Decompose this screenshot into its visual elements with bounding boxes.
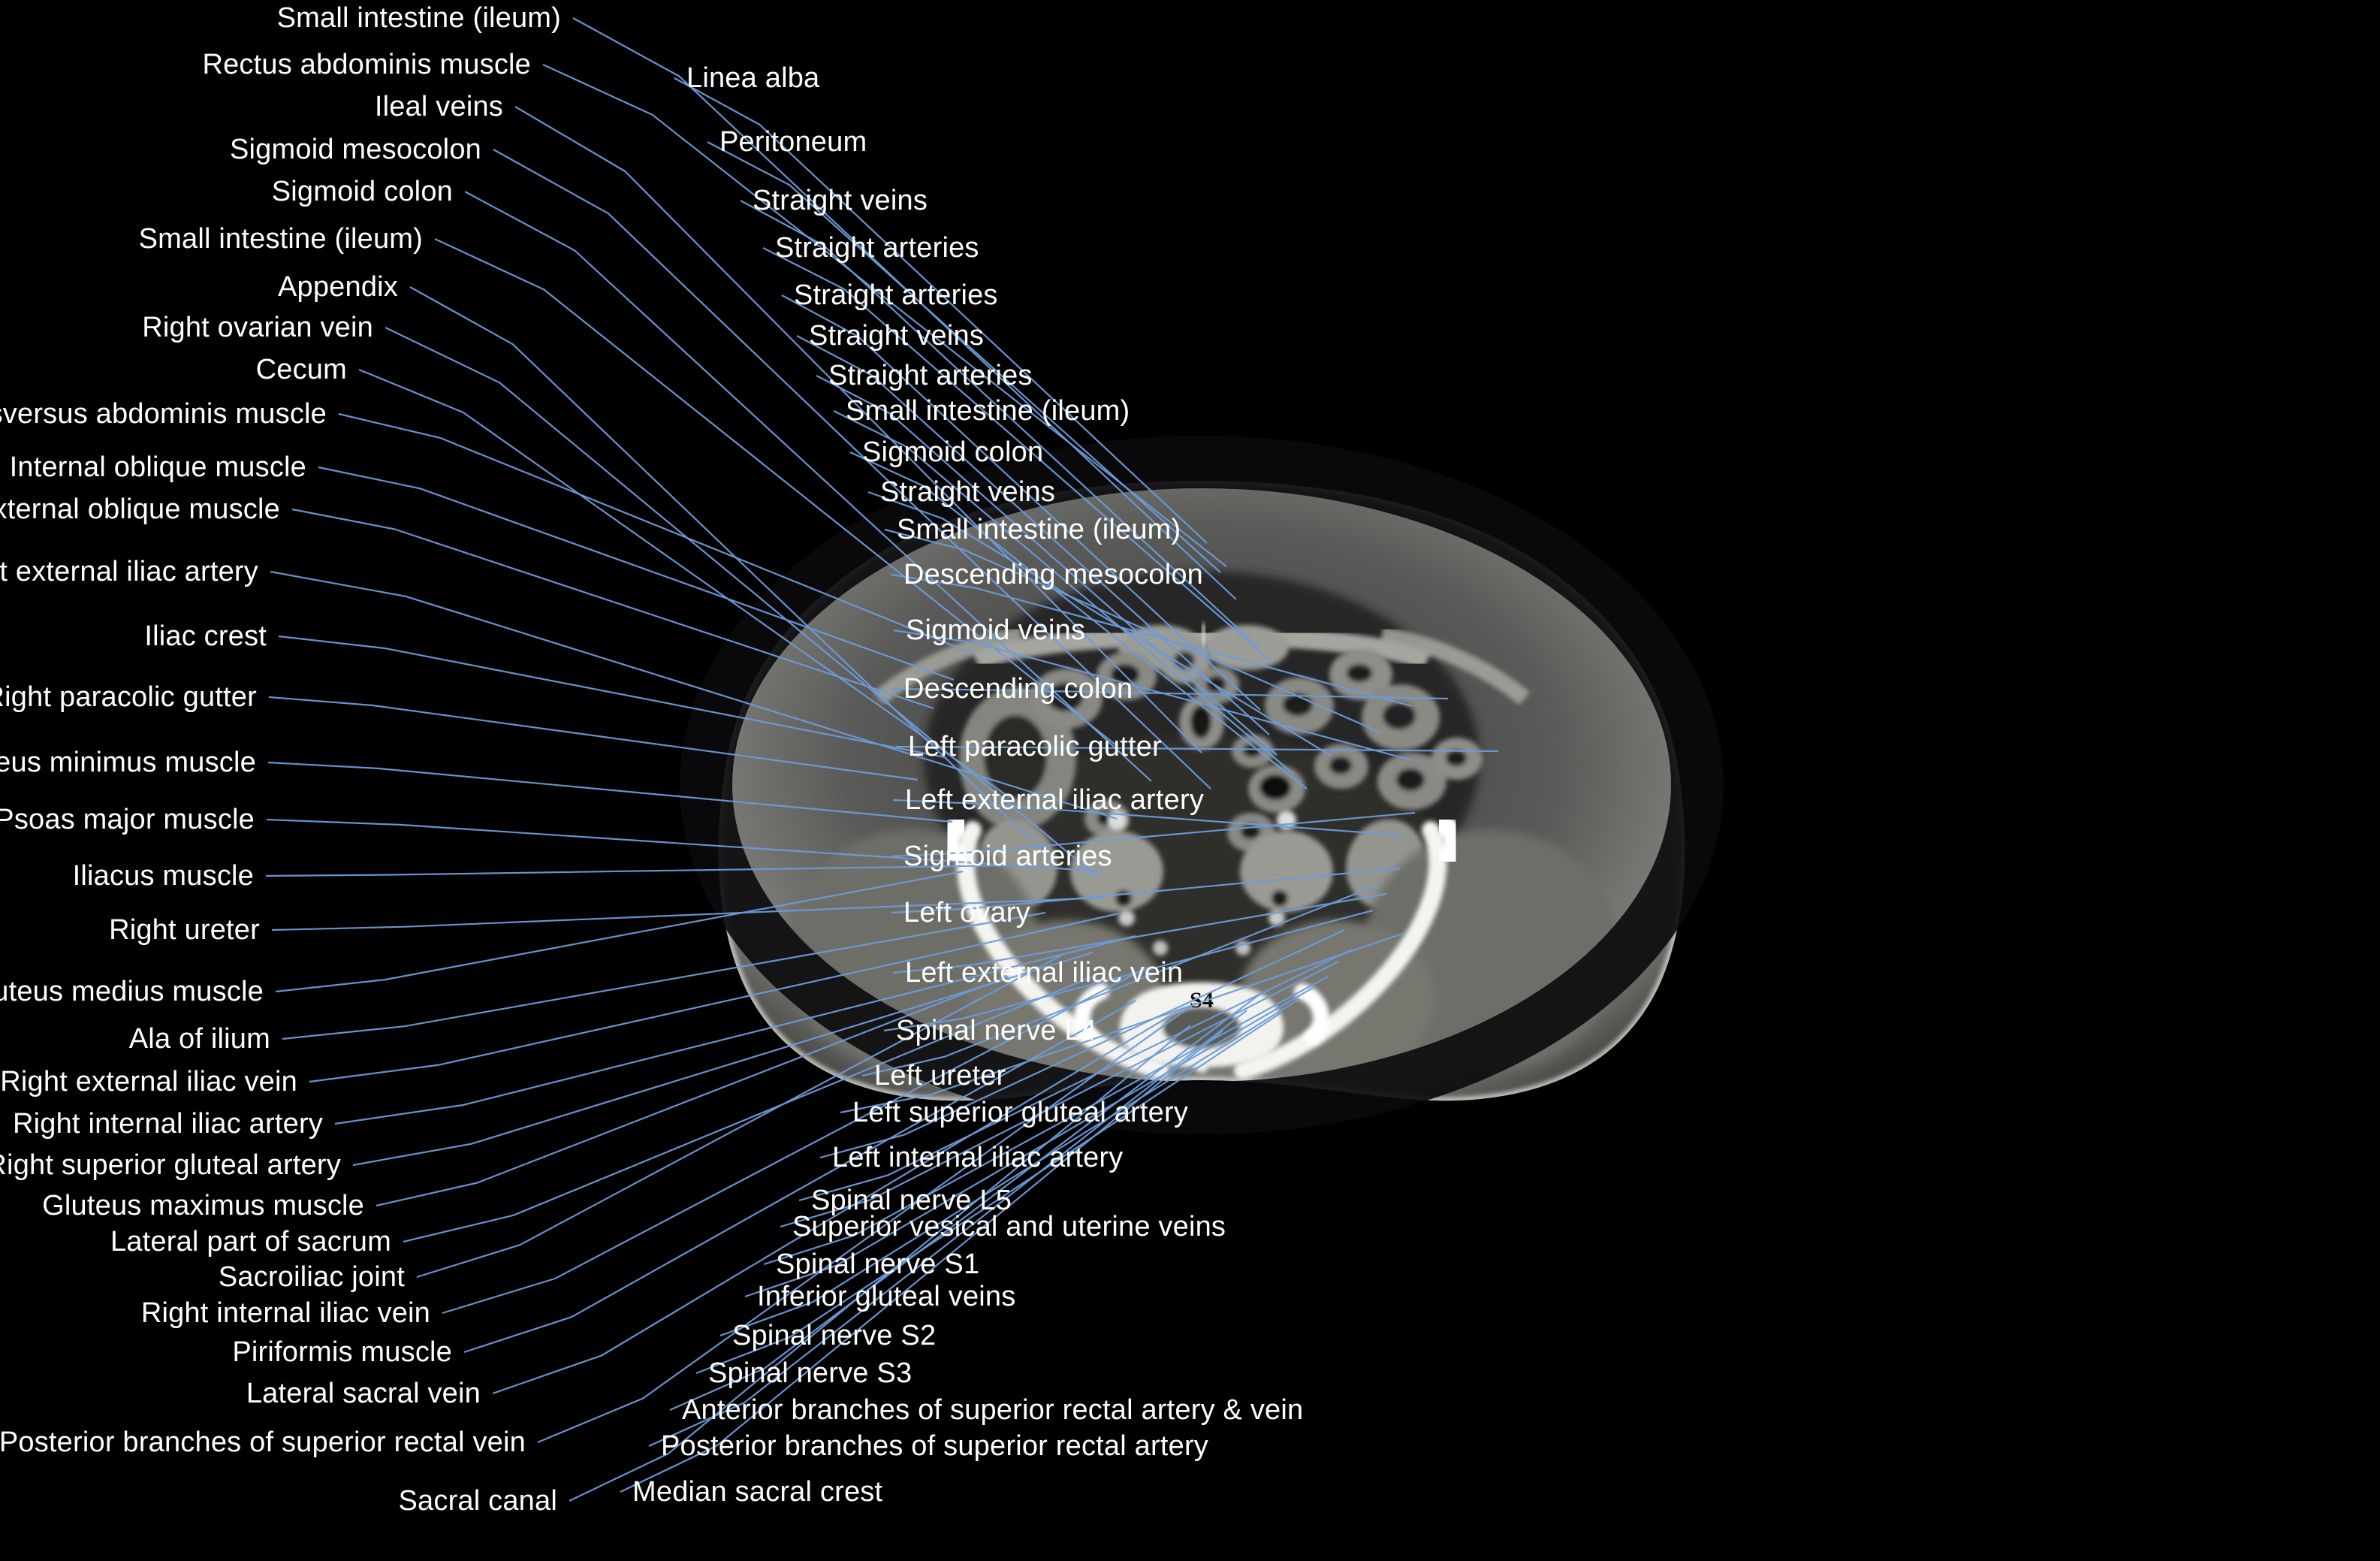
anatomy-label-sacroiliac-joint[interactable]: Sacroiliac joint (218, 1261, 405, 1293)
anatomy-label-lateral-sacral-vein[interactable]: Lateral sacral vein (246, 1378, 481, 1409)
anatomy-label-straight-veins[interactable]: Straight veins (880, 476, 1056, 508)
anatomy-label-rectus-abdominis-muscle[interactable]: Rectus abdominis muscle (202, 49, 531, 80)
anatomy-label-small-intestine-ileum[interactable]: Small intestine (ileum) (138, 223, 423, 255)
anatomy-label-small-intestine-ileum[interactable]: Small intestine (ileum) (276, 2, 561, 34)
anatomy-label-iliacus-muscle[interactable]: Iliacus muscle (72, 860, 254, 892)
anatomy-label-right-external-iliac-vein[interactable]: Right external iliac vein (0, 1066, 297, 1098)
anatomy-label-spinal-nerve-s2[interactable]: Spinal nerve S2 (732, 1320, 937, 1351)
anatomy-label-spinal-nerve-s3[interactable]: Spinal nerve S3 (708, 1357, 912, 1389)
anatomy-label-straight-veins[interactable]: Straight veins (809, 320, 985, 352)
anatomy-label-spinal-nerve-l5[interactable]: Spinal nerve L5 (811, 1185, 1012, 1216)
anatomy-label-posterior-branches-of-superior-rectal-vein[interactable]: Posterior branches of superior rectal ve… (0, 1427, 526, 1458)
anatomy-label-internal-oblique-muscle[interactable]: Internal oblique muscle (9, 451, 306, 483)
anatomy-label-iliac-crest[interactable]: Iliac crest (144, 620, 267, 652)
anatomy-label-peritoneum[interactable]: Peritoneum (719, 126, 867, 158)
anatomy-label-straight-arteries[interactable]: Straight arteries (828, 360, 1033, 391)
anatomy-label-small-intestine-ileum[interactable]: Small intestine (ileum) (846, 395, 1130, 427)
anatomy-label-straight-arteries[interactable]: Straight arteries (775, 232, 979, 264)
anatomy-label-gluteus-minimus-muscle[interactable]: Gluteus minimus muscle (0, 747, 256, 778)
anatomy-label-posterior-branches-of-superior-rectal-artery[interactable]: Posterior branches of superior rectal ar… (661, 1430, 1209, 1462)
anatomy-label-appendix[interactable]: Appendix (277, 271, 398, 303)
anatomy-label-sigmoid-veins[interactable]: Sigmoid veins (906, 614, 1086, 646)
anatomy-label-left-ovary[interactable]: Left ovary (903, 897, 1030, 928)
anatomy-label-right-ureter[interactable]: Right ureter (109, 914, 260, 946)
anatomy-label-right-superior-gluteal-artery[interactable]: Right superior gluteal artery (0, 1149, 341, 1181)
anatomy-label-left-external-iliac-artery[interactable]: Left external iliac artery (905, 784, 1205, 816)
slice-marker-s4: S4 (1190, 988, 1214, 1013)
anatomy-label-right-paracolic-gutter[interactable]: Right paracolic gutter (0, 681, 257, 713)
anatomy-label-transversus-abdominis-muscle[interactable]: Transversus abdominis muscle (0, 398, 327, 430)
anatomy-label-piriformis-muscle[interactable]: Piriformis muscle (232, 1336, 452, 1368)
anatomy-label-psoas-major-muscle[interactable]: Psoas major muscle (0, 804, 255, 835)
anatomy-label-gluteus-medius-muscle[interactable]: Gluteus medius muscle (0, 976, 264, 1007)
anatomy-label-left-internal-iliac-artery[interactable]: Left internal iliac artery (832, 1142, 1124, 1173)
anatomy-label-sacral-canal[interactable]: Sacral canal (398, 1485, 557, 1517)
anatomy-label-right-internal-iliac-artery[interactable]: Right internal iliac artery (12, 1108, 323, 1140)
anatomy-label-right-external-iliac-artery[interactable]: Right external iliac artery (0, 556, 258, 587)
anatomy-label-linea-alba[interactable]: Linea alba (686, 62, 820, 94)
anatomy-label-straight-veins[interactable]: Straight veins (753, 185, 928, 216)
anatomy-label-sigmoid-colon[interactable]: Sigmoid colon (862, 436, 1044, 468)
anatomy-label-left-external-iliac-vein[interactable]: Left external iliac vein (905, 957, 1184, 989)
anatomy-label-spinal-nerve-l4[interactable]: Spinal nerve L4 (896, 1015, 1097, 1046)
anatomy-label-gluteus-maximus-muscle[interactable]: Gluteus maximus muscle (42, 1190, 364, 1221)
anatomy-label-spinal-nerve-s1[interactable]: Spinal nerve S1 (776, 1248, 980, 1280)
anatomy-label-external-oblique-muscle[interactable]: External oblique muscle (0, 494, 280, 525)
anatomy-label-median-sacral-crest[interactable]: Median sacral crest (632, 1476, 883, 1508)
anatomy-label-sigmoid-colon[interactable]: Sigmoid colon (271, 176, 453, 207)
anatomy-label-ileal-veins[interactable]: Ileal veins (374, 91, 503, 122)
anatomy-label-straight-arteries[interactable]: Straight arteries (794, 279, 998, 311)
anatomy-label-sigmoid-arteries[interactable]: Sigmoid arteries (903, 841, 1112, 872)
anatomy-label-lateral-part-of-sacrum[interactable]: Lateral part of sacrum (110, 1226, 391, 1258)
anatomy-label-cecum[interactable]: Cecum (255, 354, 347, 385)
anatomy-label-ala-of-ilium[interactable]: Ala of ilium (128, 1023, 270, 1055)
anatomy-label-small-intestine-ileum[interactable]: Small intestine (ileum) (897, 514, 1181, 545)
anatomy-label-anterior-branches-of-superior-rectal-artery-vein[interactable]: Anterior branches of superior rectal art… (682, 1394, 1304, 1426)
anatomy-label-left-superior-gluteal-artery[interactable]: Left superior gluteal artery (852, 1097, 1189, 1128)
anatomy-label-right-internal-iliac-vein[interactable]: Right internal iliac vein (140, 1297, 430, 1329)
anatomy-label-sigmoid-mesocolon[interactable]: Sigmoid mesocolon (229, 134, 481, 165)
anatomy-label-right-ovarian-vein[interactable]: Right ovarian vein (142, 312, 373, 343)
anatomy-label-left-ureter[interactable]: Left ureter (874, 1060, 1006, 1091)
anatomy-label-descending-mesocolon[interactable]: Descending mesocolon (903, 559, 1204, 590)
anatomy-label-left-paracolic-gutter[interactable]: Left paracolic gutter (908, 731, 1162, 762)
anatomy-label-superior-vesical-and-uterine-veins[interactable]: Superior vesical and uterine veins (792, 1211, 1226, 1242)
anatomy-label-descending-colon[interactable]: Descending colon (903, 673, 1133, 705)
anatomy-label-inferior-gluteal-veins[interactable]: Inferior gluteal veins (757, 1281, 1016, 1312)
